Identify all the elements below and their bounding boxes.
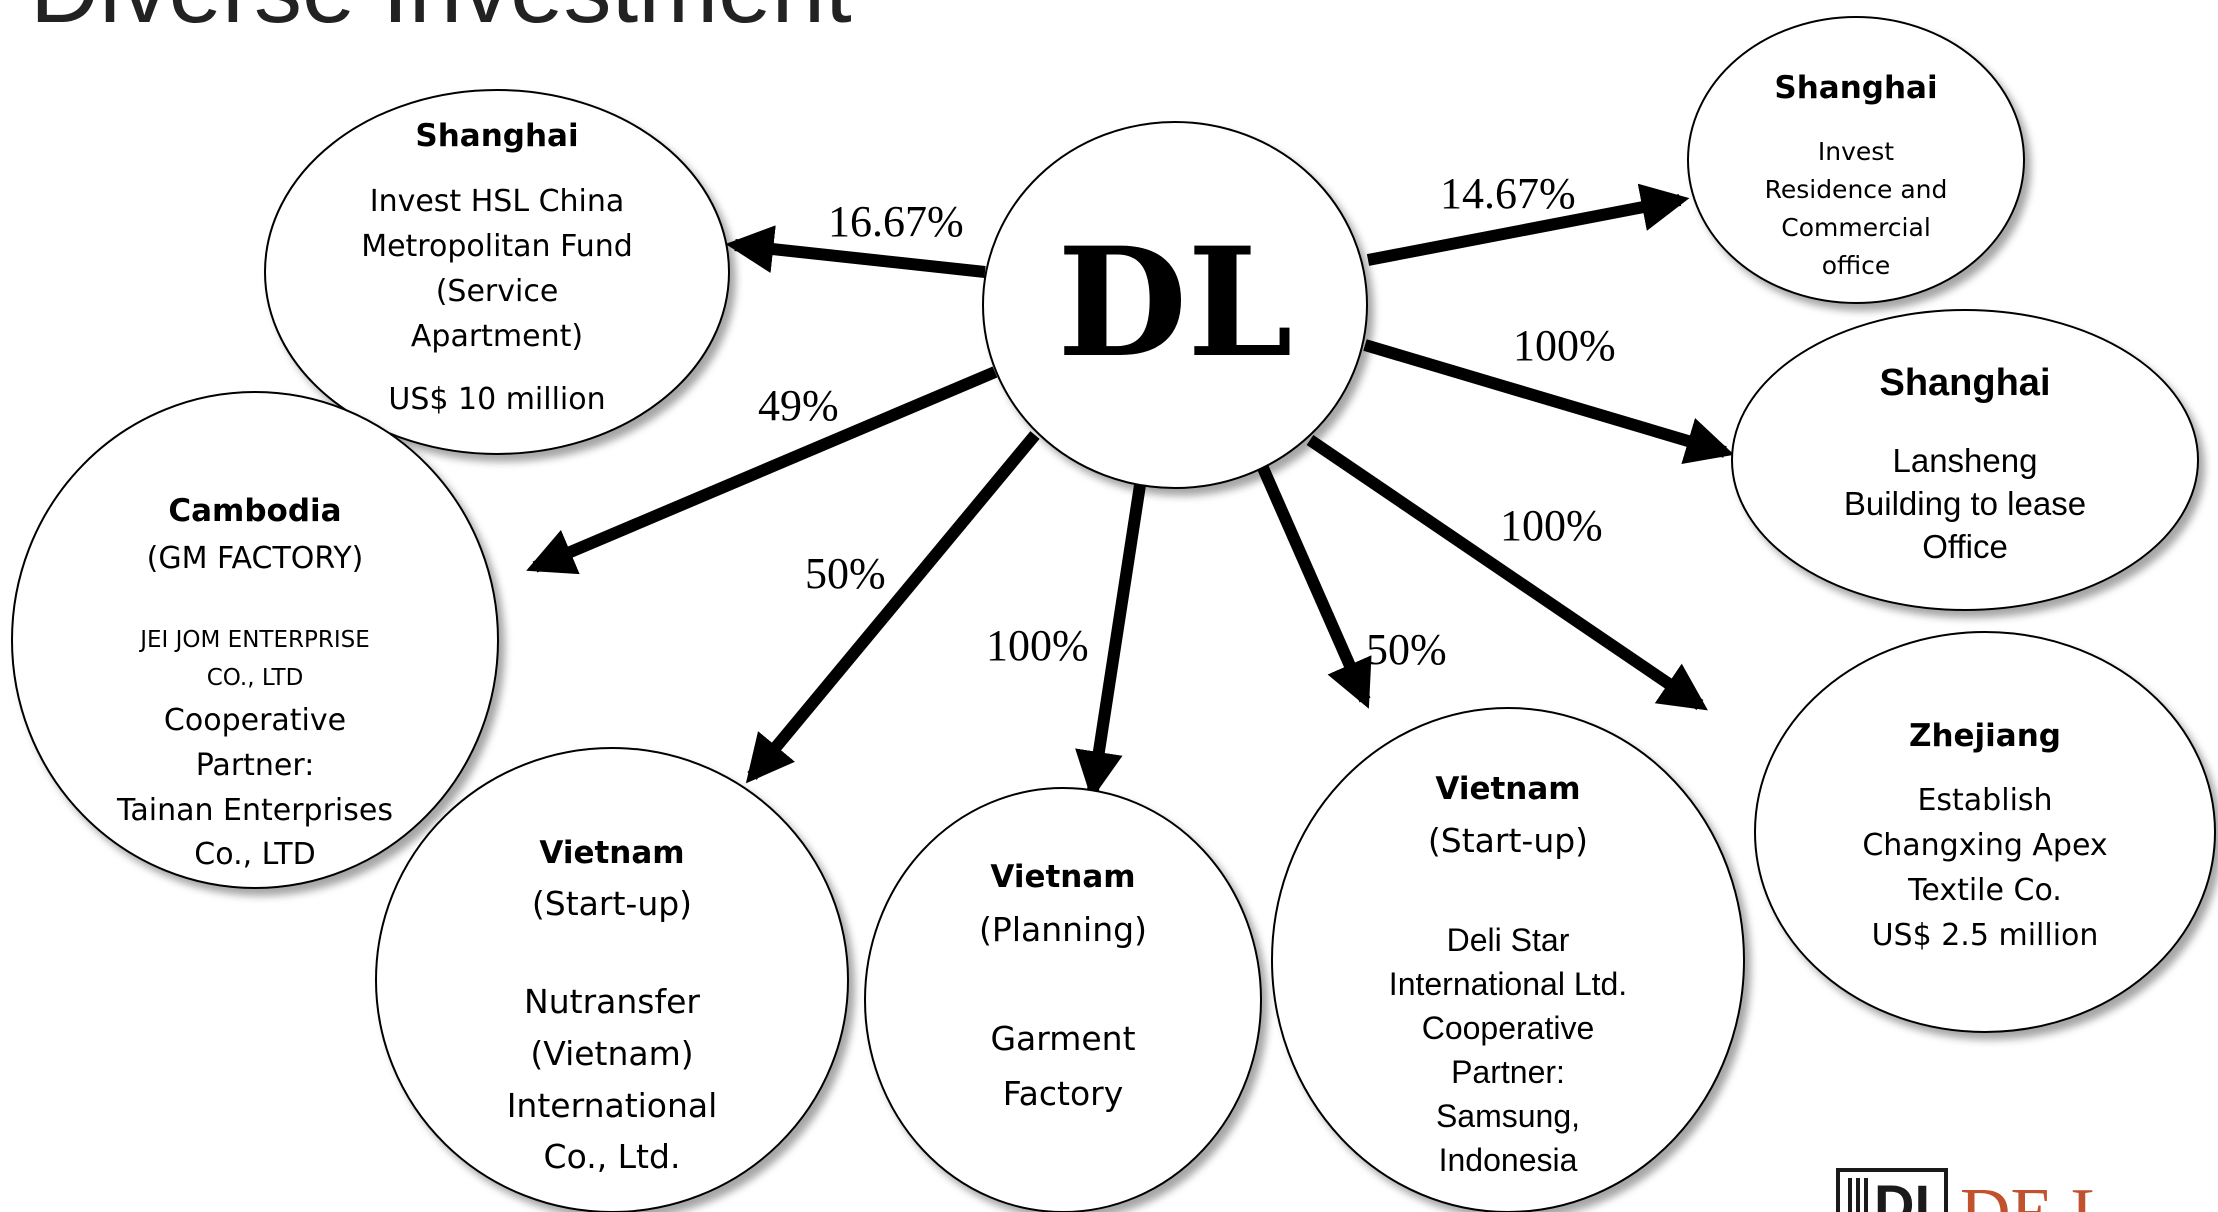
node-line: Residence and [1765,175,1948,204]
logo-mark: DL [1874,1173,1949,1212]
percent-zhejiang: 100% [1500,501,1603,550]
node-line: Changxing Apex [1862,828,2107,863]
node-line: Partner: [1451,1054,1565,1090]
node-line: Lansheng [1893,442,2038,479]
center-node: DL [982,121,1368,489]
node-line: Co., LTD [194,837,315,872]
node-line: Cooperative [164,703,346,738]
node-line: Invest [1818,137,1894,166]
node-line: JEI JOM ENTERPRISE [138,627,370,653]
node-line: Co., Ltd. [544,1137,681,1176]
node-line: (Vietnam) [530,1034,693,1073]
node-line: Invest HSL China [370,184,625,219]
node-heading: Cambodia [168,493,341,529]
node-line: Factory [1003,1074,1124,1113]
logo-text: DE L [1960,1175,2114,1212]
node-line: CO., LTD [207,665,304,691]
percent-vietnam-garment: 100% [986,621,1089,670]
node-subheading: (GM FACTORY) [147,541,364,576]
node-subheading: (Planning) [979,910,1147,949]
node-subheading: (Start-up) [1428,821,1588,860]
arrow-to-zhejiang [1306,435,1708,711]
node-line: Textile Co. [1907,873,2062,908]
node-line: International Ltd. [1389,966,1627,1002]
node-heading: Vietnam [1435,771,1580,807]
node-line: International [507,1086,718,1125]
percent-vietnam-delistar: 50% [1366,625,1447,674]
node-line: Establish [1917,783,2052,818]
node-line: Samsung, [1436,1098,1580,1134]
node-line: Tainan Enterprises [116,793,393,828]
node-line: (Service [436,274,559,309]
node-heading: Shanghai [415,118,578,154]
node-line: Apartment) [411,319,583,354]
node-line: Commercial [1781,213,1931,242]
node-heading: Shanghai [1774,70,1937,106]
arrow-to-vietnam-delistar [1257,465,1372,709]
node-shanghai-lansheng: Shanghai Lansheng Building to lease Offi… [1731,309,2199,611]
arrow-to-shanghai-hsl [725,225,986,278]
node-shanghai-hsl: Shanghai Invest HSL China Metropolitan F… [264,89,730,455]
node-vietnam-delistar: Vietnam (Start-up) Deli Star Internation… [1271,707,1745,1212]
node-line: Deli Star [1447,922,1570,958]
node-shanghai-residence: Shanghai Invest Residence and Commercial… [1687,16,2025,304]
arrow-to-shanghai-residence [1366,183,1690,266]
node-line: Office [1922,528,2008,565]
node-vietnam-nutransfer: Vietnam (Start-up) Nutransfer (Vietnam) … [375,747,849,1212]
arrow-to-vietnam-nutransfer [745,431,1040,784]
arrow-to-vietnam-garment [1075,484,1146,800]
node-line: Building to lease [1844,485,2086,522]
percent-vietnam-nutransfer: 50% [805,549,886,598]
node-line: Nutransfer [524,982,700,1021]
node-subheading: (Start-up) [532,884,692,923]
node-vietnam-garment: Vietnam (Planning) Garment Factory [864,787,1262,1212]
node-line: Garment [990,1019,1135,1058]
node-line: Indonesia [1439,1142,1578,1178]
arrow-to-shanghai-lansheng [1363,339,1735,465]
node-heading: Vietnam [990,859,1135,895]
percent-shanghai-hsl: 16.67% [828,197,964,246]
node-line: Metropolitan Fund [361,229,633,264]
arrow-to-cambodia [526,366,998,575]
percent-cambodia: 49% [758,381,839,430]
node-line: Partner: [196,748,315,783]
node-heading: Shanghai [1879,362,2050,404]
percent-shanghai-residence: 14.67% [1440,169,1576,218]
node-zhejiang: Zhejiang Establish Changxing Apex Textil… [1754,631,2216,1033]
node-amount: US$ 10 million [388,382,605,417]
node-line: Cooperative [1422,1010,1595,1046]
node-heading: Vietnam [539,835,684,871]
center-label: DL [1057,215,1293,391]
node-cambodia: Cambodia (GM FACTORY) JEI JOM ENTERPRISE… [11,391,499,889]
node-line: office [1822,251,1891,280]
company-logo: DL DE L [1836,1168,2114,1212]
node-heading: Zhejiang [1909,718,2061,754]
percent-shanghai-lansheng: 100% [1513,321,1616,370]
page-title: Diverse Investment [30,0,852,43]
node-line: US$ 2.5 million [1872,918,2099,953]
percent-labels: 16.67% 14.67% 100% 49% 50% 100% 50% 100% [758,169,1616,674]
arrows [526,183,1735,800]
